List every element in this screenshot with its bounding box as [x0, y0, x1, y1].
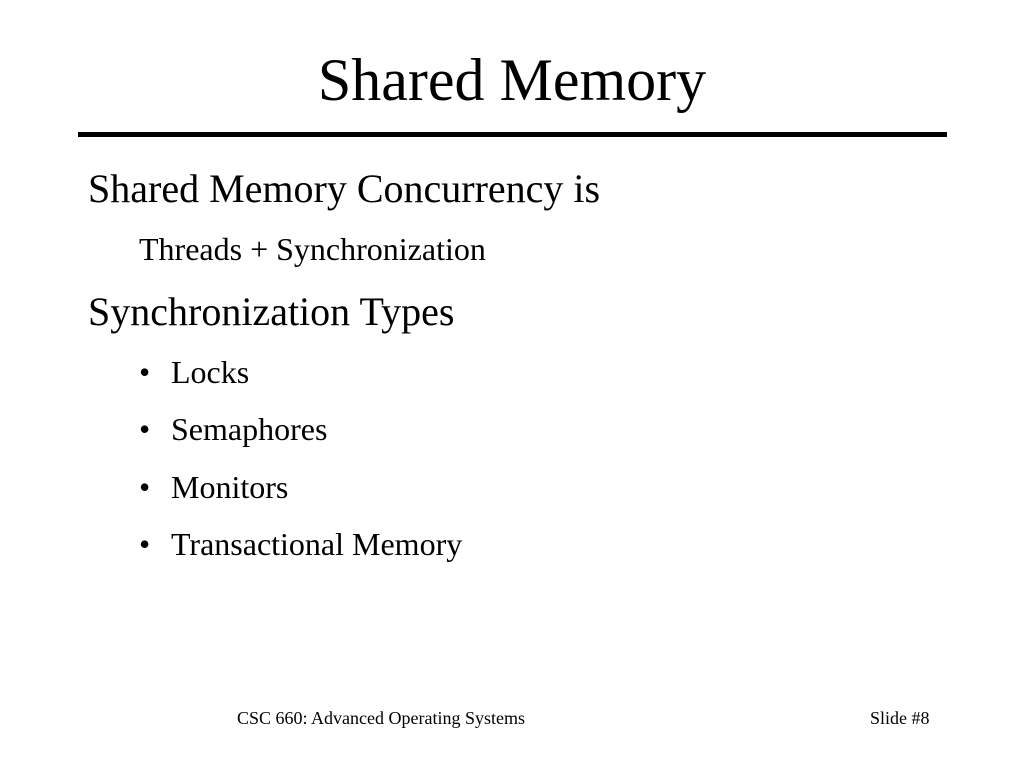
footer-slide-number: Slide #8 [870, 708, 930, 728]
bullet-icon: • [139, 354, 151, 390]
subline-threads: Threads + Synchronization [139, 231, 486, 267]
slide-title: Shared Memory [317, 47, 707, 113]
footer-course: CSC 660: Advanced Operating Systems [237, 708, 525, 728]
list-item-label: Locks [171, 354, 250, 390]
bullet-icon: • [139, 469, 151, 505]
heading-sync-types: Synchronization Types [88, 289, 455, 334]
list-item-label: Transactional Memory [171, 526, 463, 562]
list-item-label: Monitors [171, 469, 289, 505]
heading-concurrency: Shared Memory Concurrency is [88, 166, 601, 211]
title-underline [78, 132, 947, 137]
list-item-label: Semaphores [171, 411, 328, 447]
bullet-icon: • [139, 411, 151, 447]
bullet-icon: • [139, 526, 151, 562]
